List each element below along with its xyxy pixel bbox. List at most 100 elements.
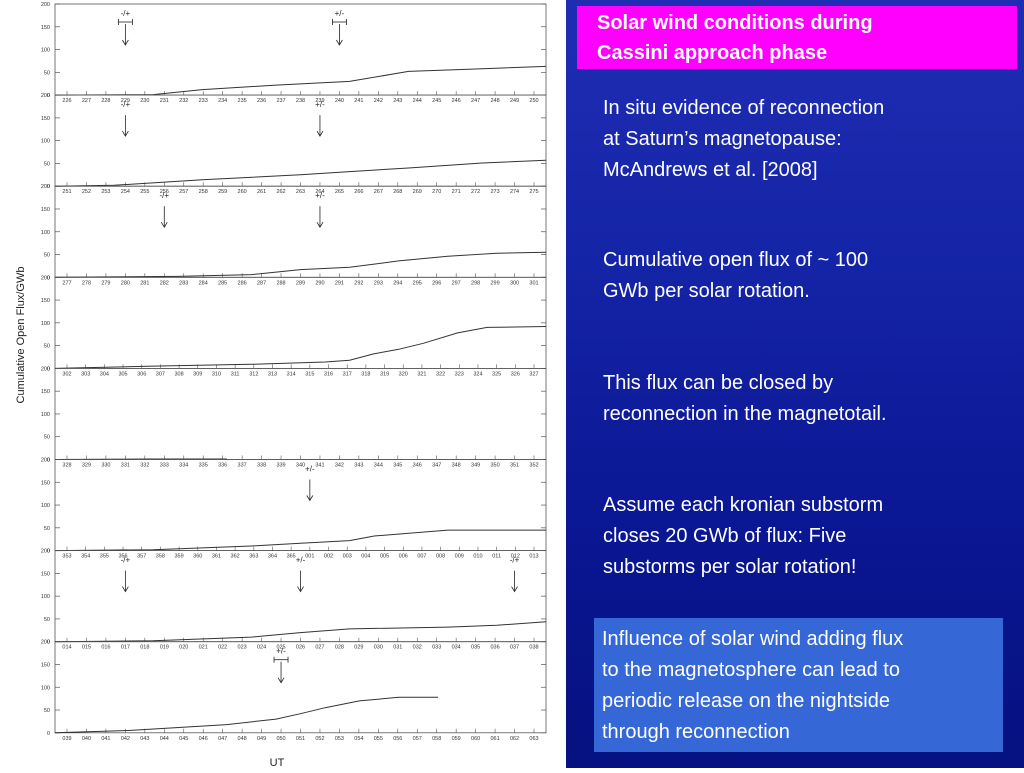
x-day-label: 289 — [296, 280, 305, 286]
x-day-label: 230 — [140, 98, 149, 104]
x-day-label: 357 — [137, 554, 146, 560]
y-tick-label: 200 — [41, 184, 50, 190]
panel-frame — [54, 276, 547, 369]
x-day-label: 004 — [361, 554, 370, 560]
x-day-label: 029 — [354, 645, 363, 651]
x-day-label: 358 — [156, 554, 165, 560]
x-day-label: 049 — [257, 736, 266, 742]
x-day-label: 295 — [413, 280, 422, 286]
x-day-label: 040 — [82, 736, 91, 742]
p4-line-1: Assume each kronian substorm — [603, 494, 884, 516]
x-day-label: 328 — [62, 463, 71, 469]
x-day-label: 034 — [452, 645, 461, 651]
x-day-label: 338 — [257, 463, 266, 469]
paragraph-reconnection-evidence: In situ evidence of reconnection at Satu… — [603, 93, 1003, 186]
x-day-label: 007 — [417, 554, 426, 560]
x-day-label: 047 — [218, 736, 227, 742]
y-tick-label: 50 — [44, 708, 50, 714]
x-day-label: 245 — [432, 98, 441, 104]
x-day-label: 243 — [393, 98, 402, 104]
y-tick-label: 150 — [41, 480, 50, 486]
x-day-label: 019 — [160, 645, 169, 651]
x-day-label: 345 — [393, 463, 402, 469]
x-day-label: 365 — [287, 554, 296, 560]
y-tick-label: 150 — [41, 571, 50, 577]
y-tick-label: 0 — [47, 549, 50, 555]
x-day-label: 316 — [324, 371, 333, 377]
x-day-label: 024 — [257, 645, 266, 651]
x-day-label: 226 — [62, 98, 71, 104]
cumulative-flux-curve — [54, 251, 547, 278]
x-day-label: 308 — [174, 371, 183, 377]
x-day-label: 032 — [413, 645, 422, 651]
x-day-label: 059 — [452, 736, 461, 742]
x-day-label: 353 — [62, 554, 71, 560]
x-day-label: 350 — [490, 463, 499, 469]
marker-arrowhead — [160, 221, 168, 228]
x-day-label: 001 — [305, 554, 314, 560]
marker-arrowhead — [316, 221, 324, 228]
p1-line-2: at Saturn’s magnetopause: — [603, 128, 842, 150]
x-day-label: 333 — [160, 463, 169, 469]
x-day-label: 240 — [335, 98, 344, 104]
x-day-label: 057 — [413, 736, 422, 742]
x-day-label: 010 — [473, 554, 482, 560]
x-day-label: 228 — [101, 98, 110, 104]
x-day-label: 312 — [249, 371, 258, 377]
marker-arrowhead — [277, 677, 285, 684]
x-day-label: 286 — [238, 280, 247, 286]
x-day-label: 055 — [374, 736, 383, 742]
x-day-label: 012 — [511, 554, 520, 560]
x-day-label: 351 — [510, 463, 519, 469]
x-day-label: 017 — [121, 645, 130, 651]
x-day-label: 299 — [490, 280, 499, 286]
panel-frame — [54, 185, 547, 278]
y-tick-label: 100 — [41, 503, 50, 509]
x-day-label: 337 — [238, 463, 247, 469]
x-day-label: 227 — [82, 98, 91, 104]
x-day-label: 270 — [432, 189, 441, 195]
conclusion-box: Influence of solar wind adding flux to t… — [594, 618, 1003, 752]
x-day-label: 050 — [276, 736, 285, 742]
cumulative-flux-curve — [54, 326, 547, 369]
panel-frame — [54, 641, 547, 734]
y-tick-label: 200 — [41, 275, 50, 281]
polarity-label: -/+ — [121, 9, 131, 18]
x-day-label: 259 — [218, 189, 227, 195]
x-day-label: 342 — [335, 463, 344, 469]
x-day-label: 315 — [305, 371, 314, 377]
x-day-label: 344 — [374, 463, 383, 469]
marker-arrowhead — [316, 130, 324, 137]
x-day-label: 229 — [121, 98, 130, 104]
x-day-label: 261 — [257, 189, 266, 195]
x-day-label: 014 — [62, 645, 71, 651]
x-day-label: 033 — [432, 645, 441, 651]
polarity-label: +/- — [335, 9, 345, 18]
x-day-label: 325 — [492, 371, 501, 377]
x-day-label: 005 — [380, 554, 389, 560]
y-tick-label: 200 — [41, 640, 50, 646]
y-axis-label: Cumulative Open Flux/GWb — [15, 267, 27, 404]
y-tick-label: 150 — [41, 389, 50, 395]
x-day-label: 018 — [140, 645, 149, 651]
polarity-label: -/+ — [510, 556, 520, 565]
x-day-label: 335 — [199, 463, 208, 469]
polarity-label: +/- — [315, 191, 325, 200]
x-day-label: 303 — [81, 371, 90, 377]
x-day-label: 037 — [510, 645, 519, 651]
y-tick-label: 200 — [41, 93, 50, 99]
x-day-label: 329 — [82, 463, 91, 469]
cumulative-flux-curve — [54, 621, 547, 643]
p2-line-1: Cumulative open flux of ~ 100 — [603, 249, 869, 271]
marker-arrowhead — [511, 586, 518, 593]
x-day-label: 302 — [62, 371, 71, 377]
x-day-label: 334 — [179, 463, 188, 469]
x-day-label: 278 — [82, 280, 91, 286]
p2-line-2: GWb per solar rotation. — [603, 280, 810, 302]
x-day-label: 301 — [529, 280, 538, 286]
marker-arrowhead — [122, 586, 129, 593]
paragraph-open-flux: Cumulative open flux of ~ 100 GWb per so… — [603, 245, 1003, 307]
p1-line-3: McAndrews et al. [2008] — [603, 159, 818, 181]
y-tick-label: 150 — [41, 116, 50, 122]
